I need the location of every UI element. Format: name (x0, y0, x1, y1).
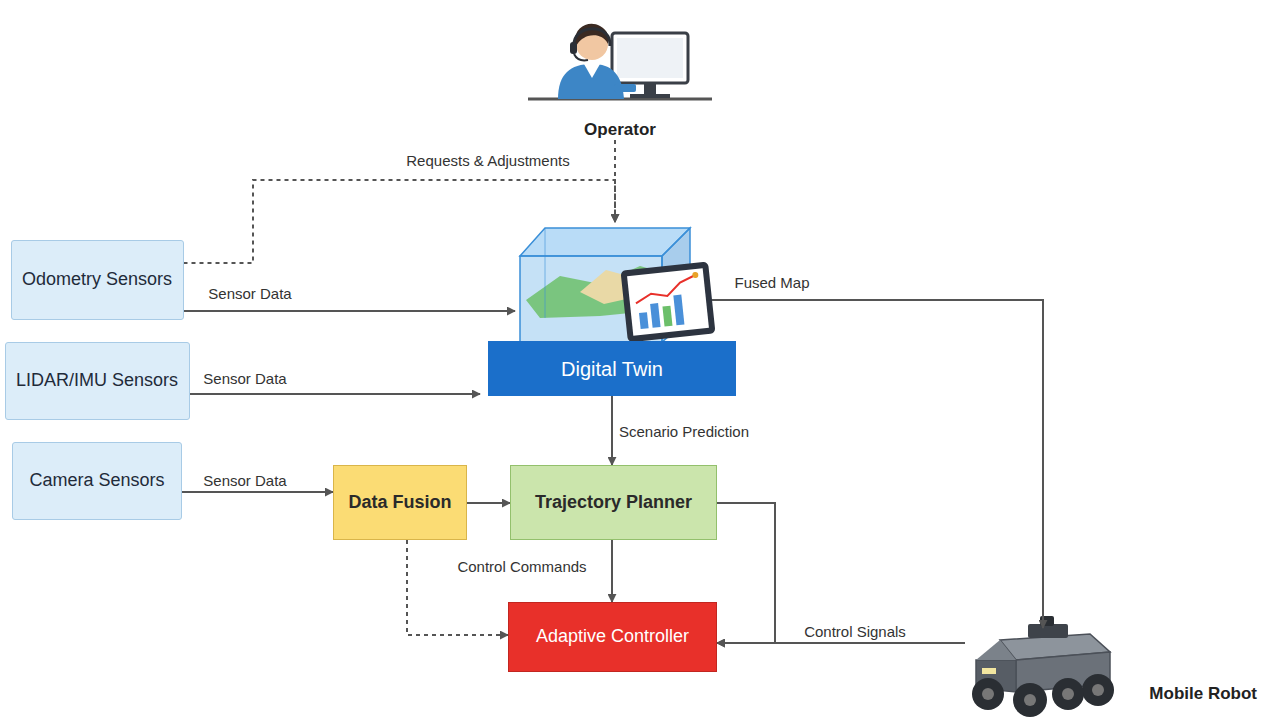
connector (611, 396, 613, 465)
edge-label: Control Commands (454, 558, 589, 575)
node-label: Odometry Sensors (22, 269, 172, 291)
edge-label: Control Signals (801, 623, 909, 640)
tablet-icon (620, 262, 715, 343)
edge-label: Fused Map (731, 274, 812, 291)
sensor-box: LIDAR/IMU Sensors (5, 342, 190, 420)
connector (467, 502, 510, 504)
connector (611, 540, 613, 602)
process-box: Trajectory Planner (510, 465, 717, 540)
edge-label: Sensor Data (200, 370, 289, 387)
dashed-connector (184, 180, 616, 263)
edge-label: Scenario Prediction (616, 423, 752, 440)
node-label: LIDAR/IMU Sensors (16, 370, 178, 392)
sensor-box: Odometry Sensors (11, 240, 184, 320)
node-label: Camera Sensors (29, 470, 164, 492)
connector (717, 642, 965, 644)
edge-label: Sensor Data (205, 285, 294, 302)
process-box: Data Fusion (333, 465, 467, 540)
sensor-box: Camera Sensors (12, 442, 182, 520)
robot-icon (972, 616, 1114, 717)
node-label: Data Fusion (348, 492, 451, 514)
connector (712, 300, 1043, 628)
operator-node: Operator (540, 8, 700, 140)
edge-label: Sensor Data (200, 472, 289, 489)
node-label: Operator (584, 120, 656, 140)
robot-node: Mobile Robot (955, 620, 1265, 722)
node-label: Mobile Robot (1149, 684, 1257, 704)
connector (184, 310, 516, 312)
controller-box: Adaptive Controller (508, 602, 717, 672)
edge-label: Requests & Adjustments (403, 152, 572, 169)
twin-bar: Digital Twin (488, 341, 736, 396)
digital-twin: Digital Twin (488, 222, 736, 396)
node-label: Digital Twin (561, 357, 663, 381)
operator-icon (528, 24, 712, 99)
connector (717, 503, 775, 643)
connector (182, 491, 333, 493)
dashed-connector (407, 540, 508, 635)
connector (190, 393, 481, 395)
node-label: Adaptive Controller (536, 626, 689, 648)
node-label: Trajectory Planner (535, 492, 692, 514)
